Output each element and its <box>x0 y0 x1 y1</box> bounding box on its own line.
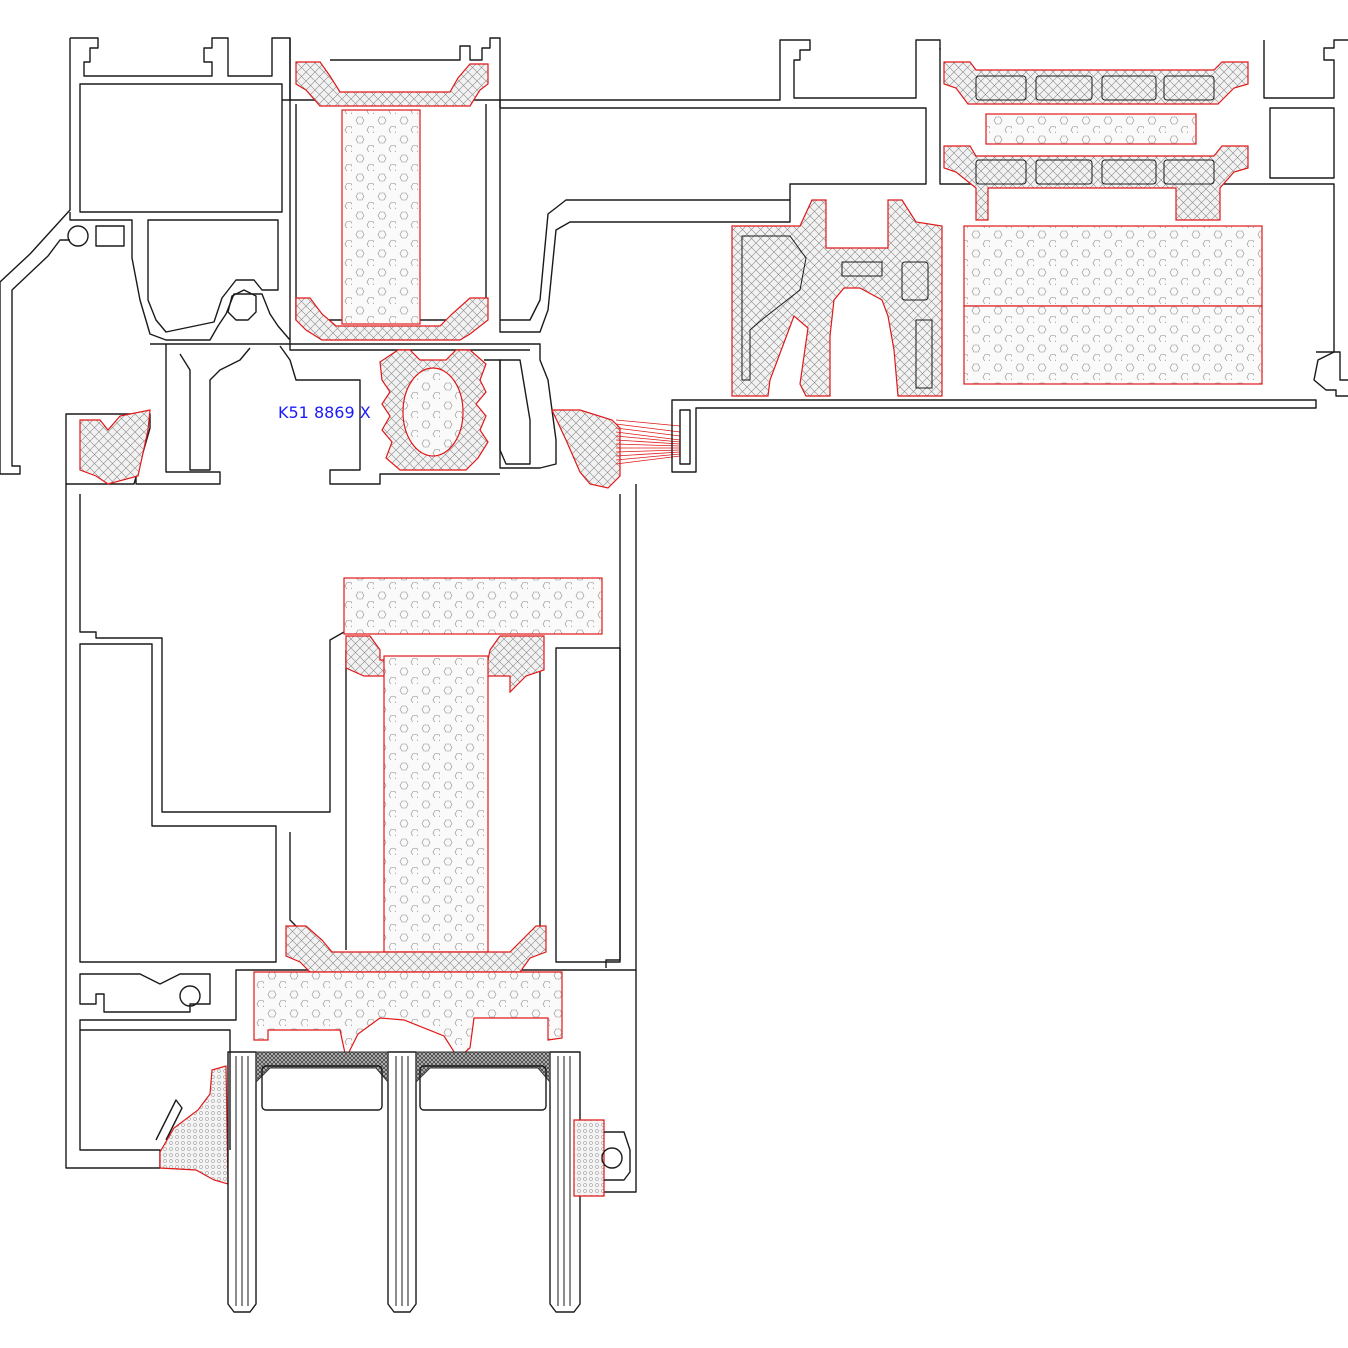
middle-thermal-break <box>135 343 557 485</box>
upper-right-insulation <box>985 113 1197 145</box>
right-thermal-component <box>731 199 943 397</box>
profile-callout-label: K51 8869 X <box>278 403 371 422</box>
right-upper-frame <box>939 39 1348 397</box>
right-glazing-gasket <box>551 409 621 489</box>
lower-right-gasket-area <box>573 1119 631 1197</box>
left-gasket <box>65 409 151 485</box>
right-thermal-break-profile <box>731 199 943 397</box>
center-insulation-core <box>402 367 464 457</box>
right-gasket-brush <box>551 399 1317 489</box>
right-insulation-block-upper <box>963 225 1263 307</box>
outer-frame-top-left <box>0 37 291 475</box>
sealant-left-cavity <box>255 1051 389 1084</box>
spacer-bar-right <box>419 1065 547 1111</box>
upper-right-spacer-1 <box>943 61 1249 105</box>
triple-glazing-unit <box>227 1051 581 1313</box>
top-insulating-strip <box>295 61 489 107</box>
upper-right-chambers <box>975 75 1215 101</box>
top-sash-insulation <box>341 109 421 325</box>
spacer-bar-left <box>261 1065 383 1111</box>
lower-bottom-insulation <box>253 971 563 1060</box>
bottom-insulating-strip <box>295 297 489 341</box>
upper-right-chambers-2 <box>975 159 1215 185</box>
lower-sash-frame <box>65 484 637 1193</box>
lower-sash-insulation <box>253 577 603 1060</box>
lower-top-insulation-strip <box>343 577 603 635</box>
lower-center-insulation <box>383 655 489 953</box>
sealant-right-cavity <box>415 1051 551 1084</box>
upper-right-spacer-2 <box>943 145 1249 221</box>
right-insulation-block-lower <box>963 305 1263 385</box>
brush-seal <box>615 419 681 465</box>
lower-left-hardware <box>79 973 231 1185</box>
lower-left-glazing-gasket <box>159 1065 229 1185</box>
upper-sash-profile <box>289 37 941 351</box>
lower-bottom-spacer <box>285 925 547 973</box>
left-glazing-gasket <box>79 409 151 485</box>
lower-right-glazing-gasket <box>573 1119 605 1197</box>
